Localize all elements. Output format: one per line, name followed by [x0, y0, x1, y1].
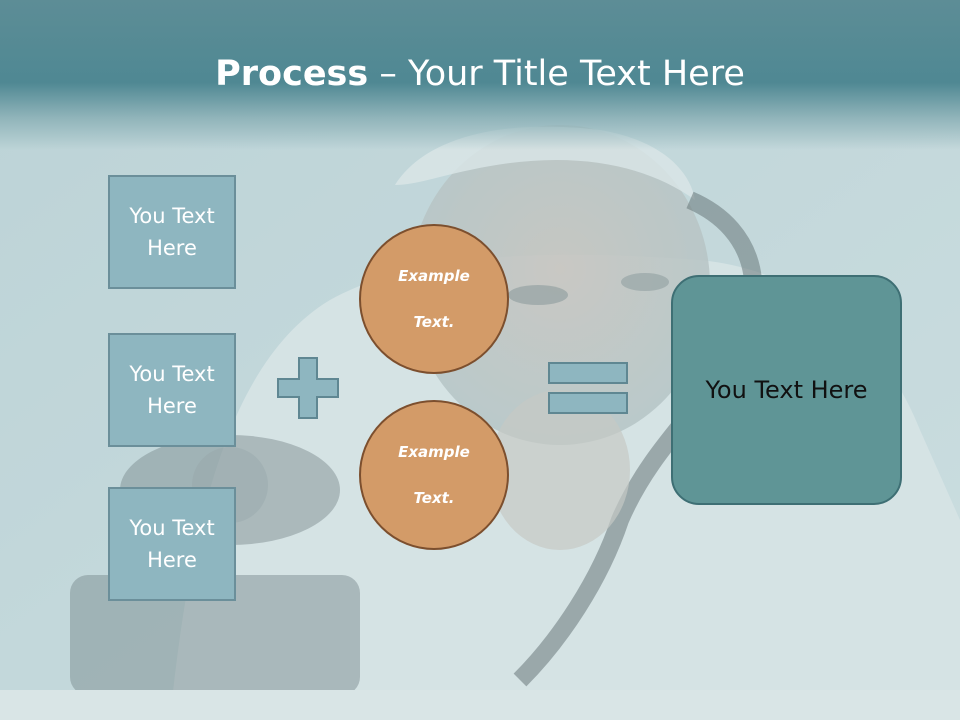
result-box-label: You Text Here	[705, 376, 868, 404]
title-bar	[0, 0, 960, 150]
input-box-3-line1: You Text	[129, 516, 215, 540]
input-box-1-line2: Here	[147, 236, 197, 260]
circle-2-line1: Example	[398, 442, 470, 461]
result-box[interactable]: You Text Here	[671, 275, 902, 505]
input-box-1-line1: You Text	[129, 204, 215, 228]
input-box-3-line2: Here	[147, 548, 197, 572]
circle-2-line2: Text.	[413, 488, 455, 507]
plus-icon	[277, 357, 339, 419]
circle-1-line1: Example	[398, 266, 470, 285]
page-title: Process – Your Title Text Here	[0, 52, 960, 96]
input-box-2-line2: Here	[147, 394, 197, 418]
title-rest: – Your Title Text Here	[368, 54, 745, 94]
input-box-2-line1: You Text	[129, 362, 215, 386]
equals-icon	[548, 362, 628, 414]
title-bold: Process	[215, 54, 369, 94]
circle-1-line2: Text.	[413, 312, 455, 331]
